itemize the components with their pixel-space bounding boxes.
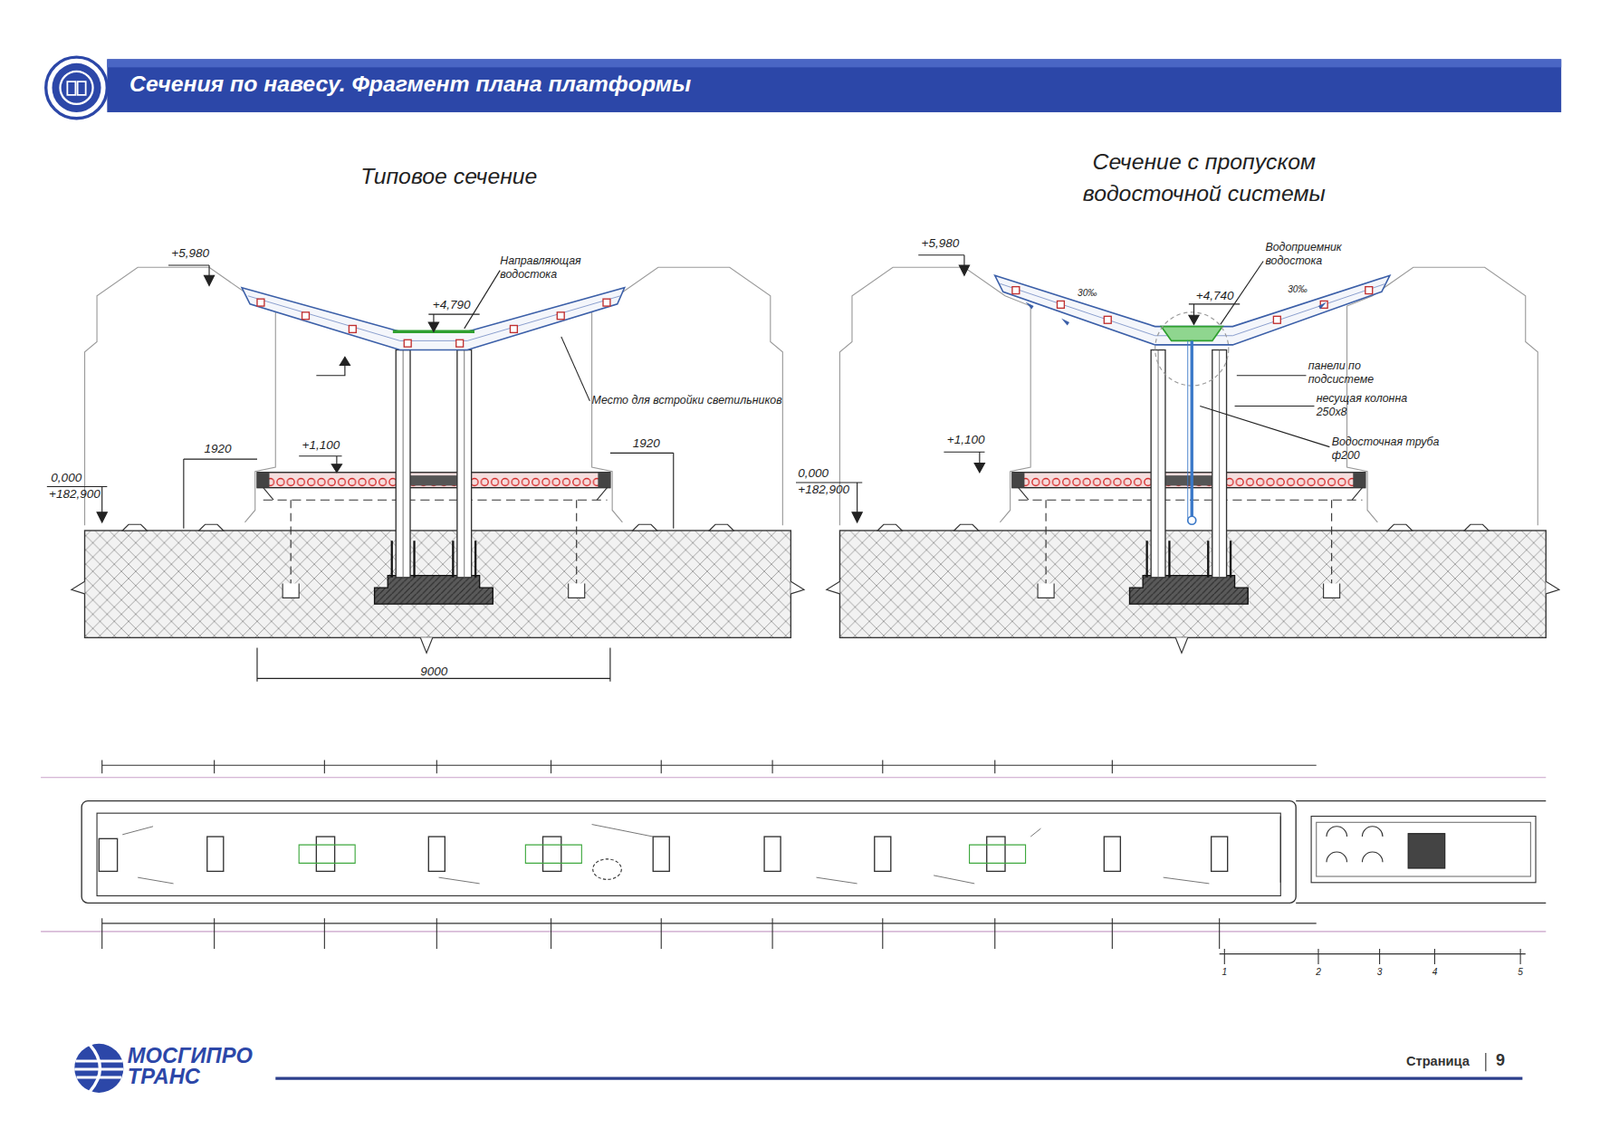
callout-text: панели по подсистеме <box>1308 359 1400 385</box>
dimension: 1920 <box>632 436 661 451</box>
dimension: 1920 <box>203 442 231 458</box>
elevation-mark: +5,980 <box>921 236 960 251</box>
axis-number: 2 <box>1315 967 1322 978</box>
page-title: Сечения по навесу. Фрагмент плана платфо… <box>129 71 691 98</box>
callout-text: Водоприемник водостока <box>1264 240 1368 267</box>
axis-number: 3 <box>1377 967 1383 978</box>
elevation-mark: 0,000 <box>797 467 829 482</box>
section-title: Сечение с пропуском водосточной системы <box>1051 146 1358 210</box>
axis-number: 1 <box>1221 967 1227 978</box>
slope-mark: 30‰ <box>1287 284 1307 296</box>
dimension: 9000 <box>420 665 448 681</box>
elevation-mark: +182,900 <box>797 483 850 499</box>
slope-mark: 30‰ <box>1077 287 1097 299</box>
axis-number: 4 <box>1432 967 1438 978</box>
elevation-mark: +4,740 <box>1196 289 1235 305</box>
callout-text: Направляющая водостока <box>499 254 603 280</box>
elevation-mark: +1,100 <box>947 433 986 449</box>
section-title: Типовое сечение <box>360 161 537 193</box>
company-logo: МОСГИПРО ТРАНС <box>127 1045 266 1087</box>
axis-number: 5 <box>1517 967 1524 978</box>
callout-text: несущая колонна 250х8 <box>1316 392 1424 418</box>
elevation-mark: +5,980 <box>171 247 210 262</box>
page-number: 9 <box>1495 1051 1505 1071</box>
elevation-mark: +1,100 <box>302 439 341 454</box>
callout-text: Водосточная труба ф200 <box>1331 435 1450 461</box>
elevation-mark: +4,790 <box>432 298 471 314</box>
page-label: Страница <box>1406 1053 1470 1070</box>
callout-text: Место для встройки светильников <box>592 393 783 407</box>
elevation-mark: 0,000 <box>50 471 82 487</box>
elevation-mark: +182,900 <box>48 488 101 503</box>
